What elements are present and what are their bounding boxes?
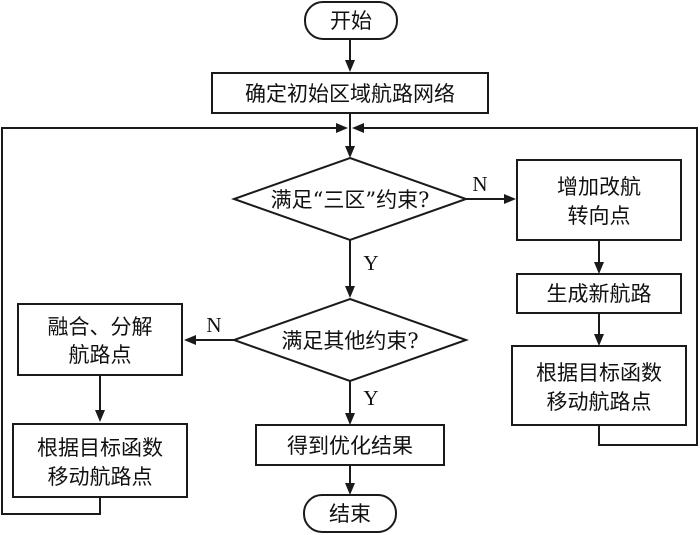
node-gen-route: 生成新航路: [516, 273, 682, 314]
edge-label-d1-no: N: [472, 172, 487, 196]
edge-loop-right: [362, 127, 698, 446]
terminal-shape-end: [303, 494, 397, 533]
node-move-right-line2: 移动航路点: [547, 390, 652, 414]
process-shape-add-turn: [516, 159, 682, 241]
arrowhead-loop-left: [336, 123, 348, 133]
arrowhead-init-decision1: [345, 146, 355, 158]
edge-label-d2-no: N: [206, 313, 221, 337]
process-shape-gen-route: [516, 273, 682, 314]
edge-label-d1-yes: Y: [363, 251, 378, 275]
terminal-shape-start: [304, 1, 398, 40]
node-init: 确定初始区域航路网络: [211, 72, 489, 114]
arrowhead-decision1-addturn: [504, 194, 516, 204]
process-shape-move-right: [511, 345, 687, 426]
process-shape-init: [211, 72, 489, 114]
node-init-label: 确定初始区域航路网络: [245, 82, 455, 106]
node-result: 得到优化结果: [255, 424, 445, 466]
node-move-left: 根据目标函数 移动航路点: [12, 423, 188, 498]
node-decision2-label: 满足其他约束?: [281, 329, 418, 353]
node-gen-route-label: 生成新航路: [547, 282, 652, 306]
node-result-label: 得到优化结果: [287, 434, 413, 458]
node-move-left-line2: 移动航路点: [48, 465, 153, 489]
arrowhead-decision2-mergesplit: [184, 335, 196, 345]
node-merge-split-line1: 融合、分解: [48, 315, 153, 339]
node-move-left-line1: 根据目标函数: [37, 436, 163, 460]
edge-label-d2-yes: Y: [363, 386, 378, 410]
process-shape-merge-split: [17, 303, 183, 376]
process-shape-result: [255, 424, 445, 466]
node-start: 开始: [304, 1, 398, 40]
node-move-right: 根据目标函数 移动航路点: [511, 345, 687, 426]
node-end: 结束: [303, 494, 397, 533]
arrowhead-result-end: [345, 483, 355, 495]
node-merge-split: 融合、分解 航路点: [17, 303, 183, 376]
node-add-turn-line2: 转向点: [568, 204, 631, 228]
node-add-turn-line1: 增加改航: [557, 175, 641, 199]
arrowhead-addturn-genroute: [594, 262, 604, 274]
arrowhead-loop-right: [352, 123, 364, 133]
arrowhead-decision2-result: [345, 413, 355, 425]
node-decision1: 满足“三区”约束?: [230, 156, 470, 242]
node-end-label: 结束: [329, 502, 371, 526]
node-move-right-line1: 根据目标函数: [536, 361, 662, 385]
node-start-label: 开始: [330, 9, 372, 33]
process-shape-move-left: [12, 423, 188, 498]
arrowhead-genroute-moveright: [594, 334, 604, 346]
node-add-turn: 增加改航 转向点: [516, 159, 682, 241]
arrowhead-decision1-decision2: [345, 286, 355, 298]
node-merge-split-line2: 航路点: [69, 343, 132, 367]
decision-shape-1: [230, 156, 470, 242]
arrowhead-start-init: [345, 60, 355, 72]
node-decision1-label: 满足“三区”约束?: [271, 188, 430, 212]
node-decision2: 满足其他约束?: [230, 297, 470, 383]
decision-shape-2: [230, 297, 470, 383]
arrowhead-mergesplit-moveleft: [95, 410, 105, 422]
edge-loop-left: [1, 127, 338, 515]
